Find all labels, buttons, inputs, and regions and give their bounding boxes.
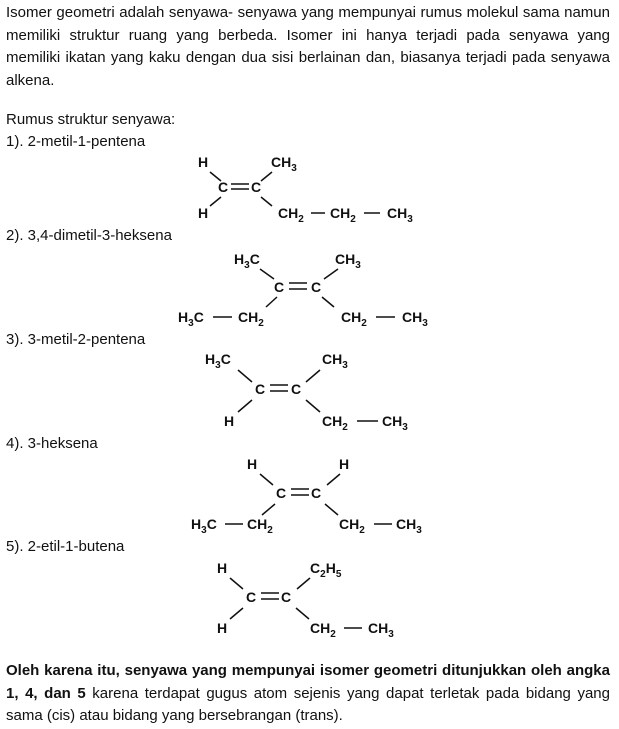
atom-h: H [224,413,234,429]
bond [323,268,339,280]
atom-ch2: CH2 [330,205,356,225]
conclusion-normal: karena terdapat gugus atom sejenis yang … [6,684,610,725]
atom-c: C [255,381,265,397]
atom-h3c: H3C [191,516,217,536]
atom-ch3: CH3 [402,309,428,329]
atom-ch3: CH3 [335,251,361,271]
bond [326,473,341,486]
structure-4: H H C C H3C CH2 CH2 CH3 [191,456,422,536]
atom-c: C [251,179,261,195]
atom-ch2: CH2 [247,516,273,536]
atom-ch3: CH3 [322,351,348,371]
bond [209,196,222,207]
bond [209,171,222,182]
atom-c: C [274,279,284,295]
atom-ch3: CH3 [368,620,394,640]
item-label-3: 3). 3-metil-2-pentena [6,331,146,348]
atom-h3c: H3C [178,309,204,329]
atom-c: C [246,589,256,605]
bond [229,577,244,590]
bond [295,607,310,620]
structures-heading: Rumus struktur senyawa: [6,111,176,128]
structure-3: H3C CH3 C C H CH2 CH3 [205,351,408,433]
structure-2: H3C CH3 C C H3C CH2 CH2 CH3 [178,251,428,329]
item-label-4: 4). 3-heksena [6,435,98,452]
structure-1: H CH3 C C H CH2 CH2 CH3 [198,154,413,225]
bond [259,268,275,280]
atom-c: C [276,485,286,501]
bond [296,577,311,590]
atom-c: C [218,179,228,195]
bond [265,296,278,308]
atom-h: H [198,205,208,221]
atom-c: C [291,381,301,397]
intro-paragraph: Isomer geometri adalah senyawa- senyawa … [6,4,610,89]
bond [261,503,276,516]
atom-h: H [217,620,227,636]
bond [237,399,253,413]
atom-ch2: CH2 [278,205,304,225]
structure-5: H C2H5 C C H CH2 CH3 [217,560,394,640]
atom-ch2: CH2 [238,309,264,329]
atom-h3c: H3C [205,351,231,371]
bond [260,171,273,182]
atom-ch2: CH2 [339,516,365,536]
bond [305,399,321,413]
conclusion-paragraph: Oleh karena itu, senyawa yang mempunyai … [6,660,610,728]
atom-c2h5: C2H5 [310,560,342,580]
atom-ch3: CH3 [271,154,297,174]
atom-ch3: CH3 [382,413,408,433]
bond [260,196,273,207]
atom-ch2: CH2 [341,309,367,329]
atom-ch2: CH2 [310,620,336,640]
bond [237,369,253,383]
item-label-5: 5). 2-etil-1-butena [6,538,125,555]
bond [259,473,274,486]
atom-h: H [339,456,349,472]
bond [305,369,321,383]
atom-h: H [247,456,257,472]
atom-c: C [281,589,291,605]
atom-ch3: CH3 [396,516,422,536]
bond [321,296,335,308]
bond [324,503,339,516]
bond [229,607,244,620]
atom-h: H [198,154,208,170]
conclusion-bold: Oleh karena itu, senyawa yang mempunyai … [6,662,610,702]
atom-ch3: CH3 [387,205,413,225]
atom-h3c: H3C [234,251,260,271]
atom-ch2: CH2 [322,413,348,433]
atom-h: H [217,560,227,576]
atom-c: C [311,485,321,501]
item-label-2: 2). 3,4-dimetil-3-heksena [6,227,172,244]
item-label-1: 1). 2-metil-1-pentena [6,133,146,150]
atom-c: C [311,279,321,295]
